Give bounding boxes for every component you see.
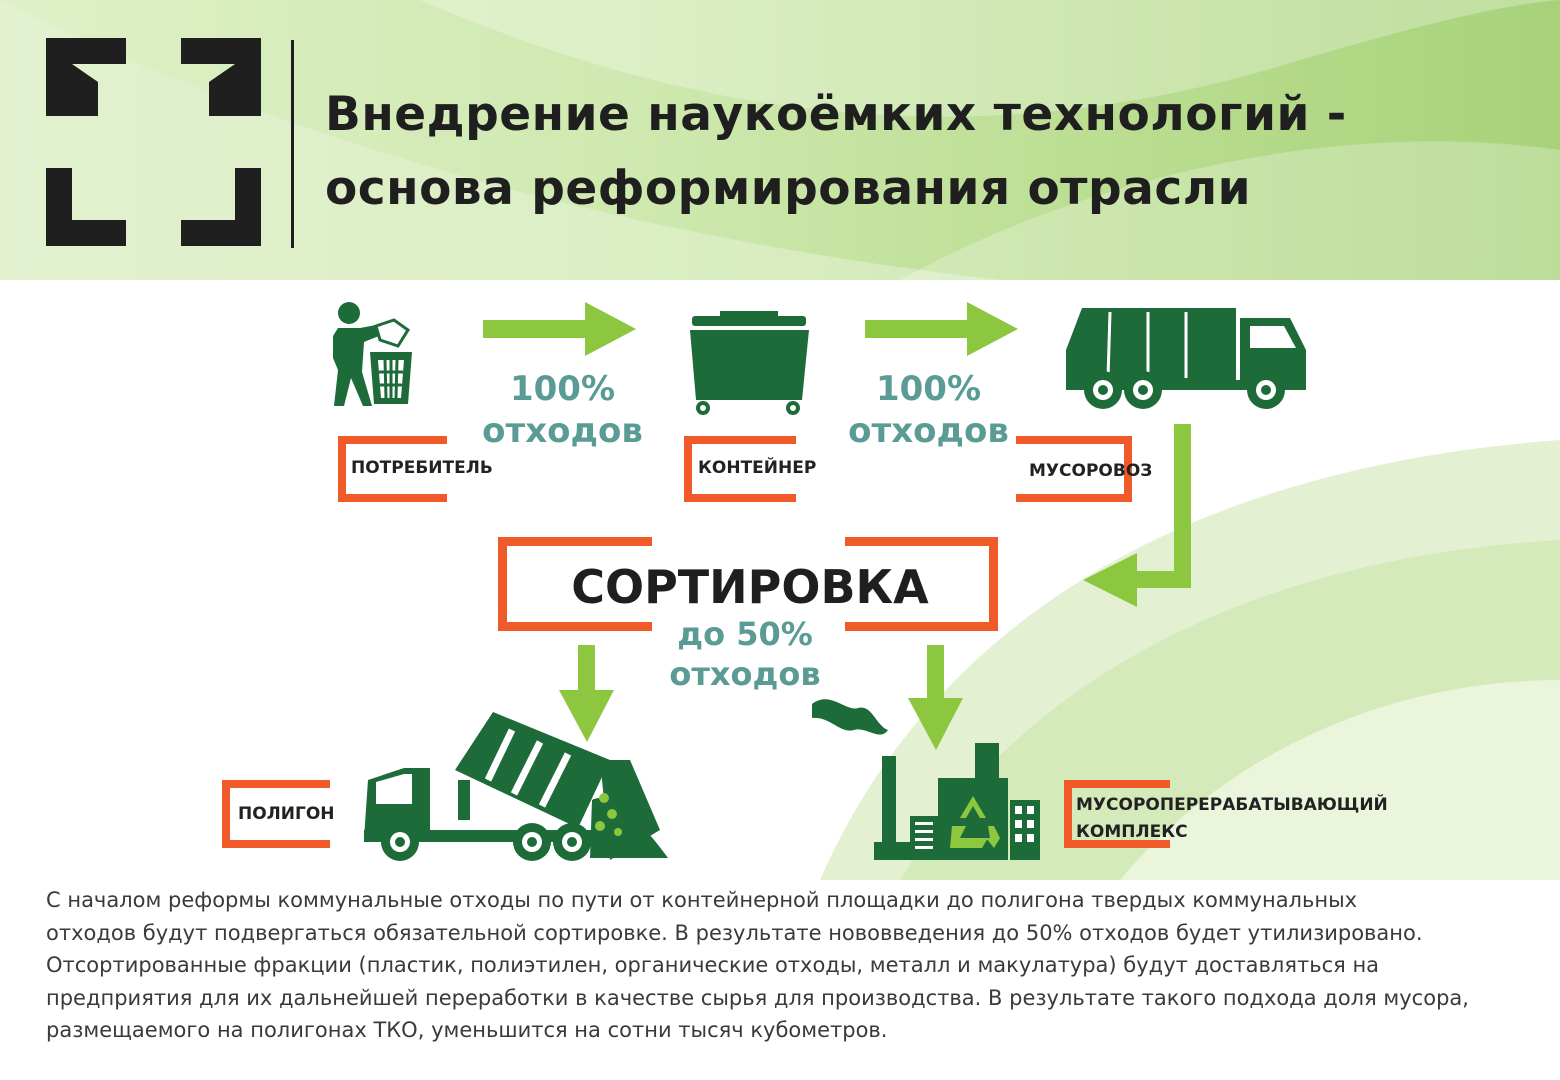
recycle-symbol-icon <box>950 796 1000 848</box>
description-line5: размещаемого на полигонах ТКО, уменьшитс… <box>46 1018 888 1042</box>
plant-label: МУСОРОПЕРЕРАБАТЫВАЮЩИЙ КОМПЛЕКС <box>1076 792 1388 846</box>
step2-percent: 100% отходов <box>846 368 1011 452</box>
truck-label: МУСОРОВОЗ <box>1029 461 1153 481</box>
dumpster-container-icon <box>690 311 809 415</box>
dump-truck-unloading-icon <box>364 712 668 861</box>
description-line1: С началом реформы коммунальные отходы по… <box>46 888 1358 912</box>
step1-percent-value: 100% <box>509 369 616 409</box>
consumer-label: ПОТРЕБИТЕЛЬ <box>351 458 493 478</box>
description-line2: отходов будут подвергаться обязательной … <box>46 920 1423 945</box>
arrow-truck-to-sorting <box>1083 424 1191 607</box>
container-label-bracket <box>684 436 796 502</box>
page-title-line2: основа реформирования отрасли <box>325 161 1252 216</box>
plant-label-bracket <box>1064 780 1170 848</box>
header-banner: Внедрение наукоёмких технологий - основа… <box>0 0 1560 280</box>
page-title-line1: Внедрение наукоёмких технологий - <box>325 87 1347 142</box>
truck-label-bracket <box>1016 436 1132 502</box>
page-title: Внедрение наукоёмких технологий - основа… <box>325 78 1347 226</box>
landfill-label: ПОЛИГОН <box>238 804 335 824</box>
plant-label-line1: МУСОРОПЕРЕРАБАТЫВАЮЩИЙ <box>1076 795 1388 815</box>
header-divider <box>291 40 294 248</box>
garbage-truck-icon <box>1066 308 1306 409</box>
landfill-label-bracket <box>222 780 330 848</box>
container-label: КОНТЕЙНЕР <box>698 458 817 478</box>
step1-percent: 100% отходов <box>480 368 645 452</box>
arrow-sorting-to-landfill <box>559 645 614 742</box>
step1-percent-unit: отходов <box>482 411 643 451</box>
arrow-container-to-truck <box>865 302 1018 356</box>
description-paragraph: С началом реформы коммунальные отходы по… <box>46 884 1516 1047</box>
sorting-percent: до 50% отходов <box>650 614 840 694</box>
arrow-consumer-to-container <box>483 302 636 356</box>
sorting-percent-unit: отходов <box>669 655 821 693</box>
sorting-title: СОРТИРОВКА <box>571 560 929 614</box>
waste-flow-diagram <box>222 302 1560 880</box>
sorting-percent-value: до 50% <box>677 615 813 653</box>
square-bracket-logo-icon <box>46 38 261 246</box>
step2-percent-unit: отходов <box>848 411 1009 451</box>
description-line3: Отсортированные фракции (пластик, полиэт… <box>46 953 1380 977</box>
step2-percent-value: 100% <box>875 369 982 409</box>
plant-label-line2: КОМПЛЕКС <box>1076 822 1188 842</box>
description-line4: предприятия для их дальнейшей переработк… <box>46 985 1469 1010</box>
person-throwing-trash-icon <box>333 302 412 406</box>
consumer-label-bracket <box>338 436 447 502</box>
arrow-sorting-to-plant <box>908 645 963 750</box>
recycling-factory-icon <box>812 699 1040 860</box>
